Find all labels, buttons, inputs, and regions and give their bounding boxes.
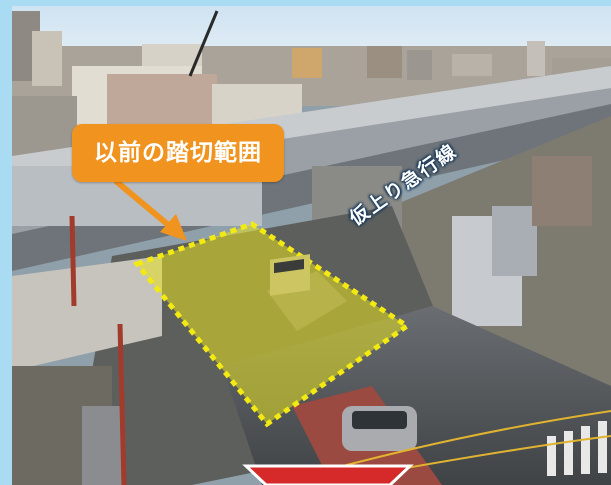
callout-pointer (114, 179, 187, 241)
red-arrow (242, 464, 414, 485)
utility-poles (69, 215, 127, 485)
car (342, 406, 417, 451)
crosswalk (547, 421, 607, 476)
train (267, 254, 347, 331)
elevated-viaduct (12, 66, 611, 271)
photo-scene (12, 6, 611, 485)
crane (188, 10, 219, 77)
former-crossing-area (132, 221, 412, 428)
construction-photo: 以前の踏切範囲 仮上り急行線 (12, 6, 611, 485)
left-platform (12, 256, 162, 485)
former-crossing-callout: 以前の踏切範囲 (72, 124, 284, 182)
